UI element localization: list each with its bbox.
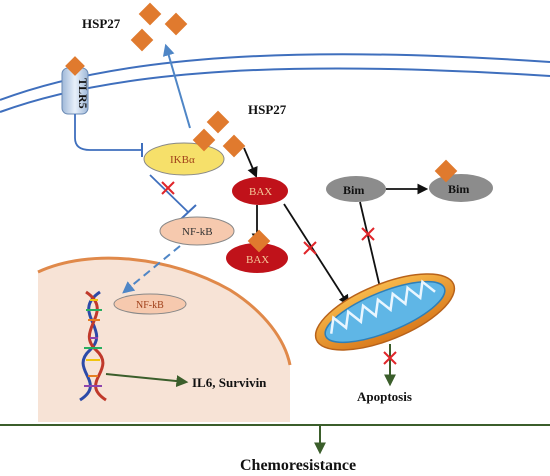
il6-survivin-label: IL6, Survivin (192, 375, 267, 390)
ikba-block-x (161, 181, 175, 195)
bax-block-x (303, 241, 317, 255)
bim-node (326, 176, 386, 202)
tlr5-label: TLR5 (76, 78, 90, 109)
bax-node (232, 177, 288, 205)
ikba-to-nfkb-inhibition (149, 174, 189, 213)
dna-helix-icon (79, 290, 107, 402)
hsp27-outside-label: HSP27 (82, 16, 121, 31)
bim-label: Bim (343, 183, 364, 197)
nucleus (37, 256, 292, 422)
transcription-arrow (105, 373, 189, 388)
tlr5-receptor: TLR5 (61, 56, 90, 115)
apoptosis-block-x (383, 351, 397, 365)
hsp27-inside-label: HSP27 (248, 102, 287, 117)
bax-bound-label: BAX (246, 254, 269, 266)
bim-bound-label: Bim (448, 182, 469, 196)
nfkb-nucleus-node (113, 293, 187, 315)
cell-membrane (0, 53, 550, 113)
hsp27-to-bax-arrow (243, 147, 258, 178)
mitochondrion-icon (314, 273, 456, 351)
bax-bound-node (226, 243, 288, 273)
bim-block-x (361, 227, 375, 241)
ikba-label: IKBα (170, 154, 195, 166)
chemoresistance-label: Chemoresistance (240, 457, 356, 474)
apoptosis-label: Apoptosis (357, 389, 412, 404)
nfkb-cytoplasm-label: NF-kB (182, 226, 213, 238)
tlr5-to-ikba-inhibition (74, 114, 142, 151)
hsp27-extracellular-cluster (130, 2, 188, 52)
secretion-arrow (162, 43, 191, 129)
nfkb-nucleus-label: NF-kB (136, 300, 164, 311)
nfkb-cytoplasm-node (159, 216, 235, 246)
bax-label: BAX (249, 186, 272, 198)
bim-to-mitochondria-arrow (359, 201, 386, 299)
